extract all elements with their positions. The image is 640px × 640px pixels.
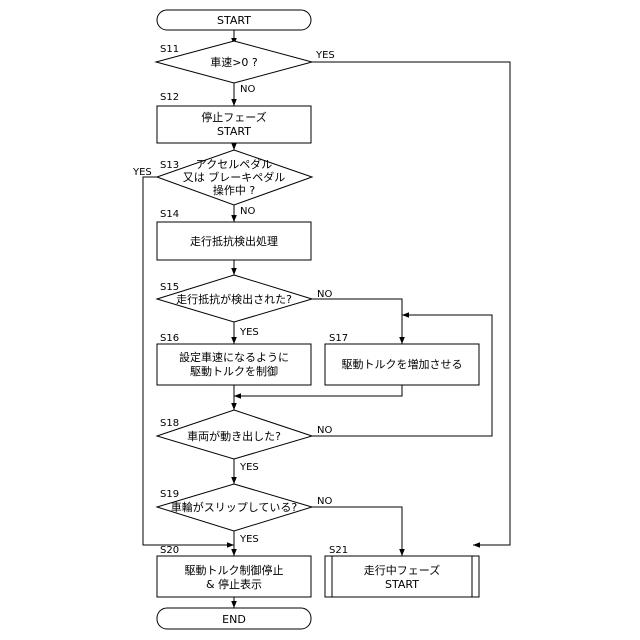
end-label: END (222, 613, 246, 626)
node-s18: S18 車両が動き出した? NO YES (157, 410, 332, 473)
s20-step: S20 (160, 545, 179, 556)
s11-no-label: NO (240, 84, 255, 95)
s15-yes-label: YES (239, 327, 259, 338)
s17-label: 駆動トルクを増加させる (342, 357, 463, 371)
s18-no-label: NO (317, 425, 332, 436)
s19-yes-label: YES (239, 534, 259, 545)
node-s15: S15 走行抵抗が検出された? NO YES (157, 275, 332, 338)
s14-step: S14 (160, 209, 179, 220)
s12-step: S12 (160, 92, 179, 103)
s12-label-line2: START (217, 125, 251, 138)
s15-step: S15 (160, 282, 179, 293)
s11-step: S11 (160, 44, 179, 55)
s19-label: 車輪がスリップしている? (171, 500, 298, 514)
s18-step: S18 (160, 418, 179, 429)
s11-label: 車速>0 ? (210, 55, 258, 69)
s21-label-line1: 走行中フェーズ (364, 563, 440, 577)
s16-step: S16 (160, 333, 179, 344)
arrow-s15-no-s17 (312, 299, 402, 344)
s21-step: S21 (329, 545, 348, 556)
s20-label-line1: 駆動トルク制御停止 (185, 563, 284, 577)
s12-label-line1: 停止フェーズ (201, 110, 266, 124)
arrow-s17-merge (234, 385, 402, 396)
node-s13: S13 アクセルペダル 又は ブレーキペダル 操作中 ? YES NO (132, 150, 312, 217)
s13-label-line1: アクセルペダル (196, 157, 272, 171)
s15-no-label: NO (317, 289, 332, 300)
s17-step: S17 (329, 333, 348, 344)
s21-label-line2: START (385, 578, 419, 591)
start-label: START (217, 14, 251, 27)
s16-label-line1: 設定車速になるように (179, 350, 289, 364)
s19-step: S19 (160, 489, 179, 500)
s13-label-line3: 操作中 ? (213, 183, 255, 197)
s13-yes-label: YES (132, 167, 152, 178)
s15-label: 走行抵抗が検出された? (176, 292, 292, 306)
node-start: START (157, 10, 311, 30)
arrow-s19-no-s21 (312, 507, 402, 556)
s20-label-line2: & 停止表示 (206, 577, 262, 591)
node-s11: S11 車速>0 ? YES NO (156, 41, 335, 95)
node-end: END (157, 608, 311, 629)
s13-label-line2: 又は ブレーキペダル (183, 170, 286, 184)
arrow-s11-yes-s21 (312, 62, 510, 545)
s16-label-line2: 駆動トルクを制御 (190, 364, 278, 378)
s11-yes-label: YES (315, 50, 335, 61)
s13-no-label: NO (240, 206, 255, 217)
s18-yes-label: YES (239, 462, 259, 473)
s18-label: 車両が動き出した? (187, 429, 281, 443)
node-s19: S19 車輪がスリップしている? NO YES (157, 484, 332, 545)
s19-no-label: NO (317, 496, 332, 507)
s13-step: S13 (160, 160, 179, 171)
s14-label: 走行抵抗検出処理 (190, 234, 278, 248)
